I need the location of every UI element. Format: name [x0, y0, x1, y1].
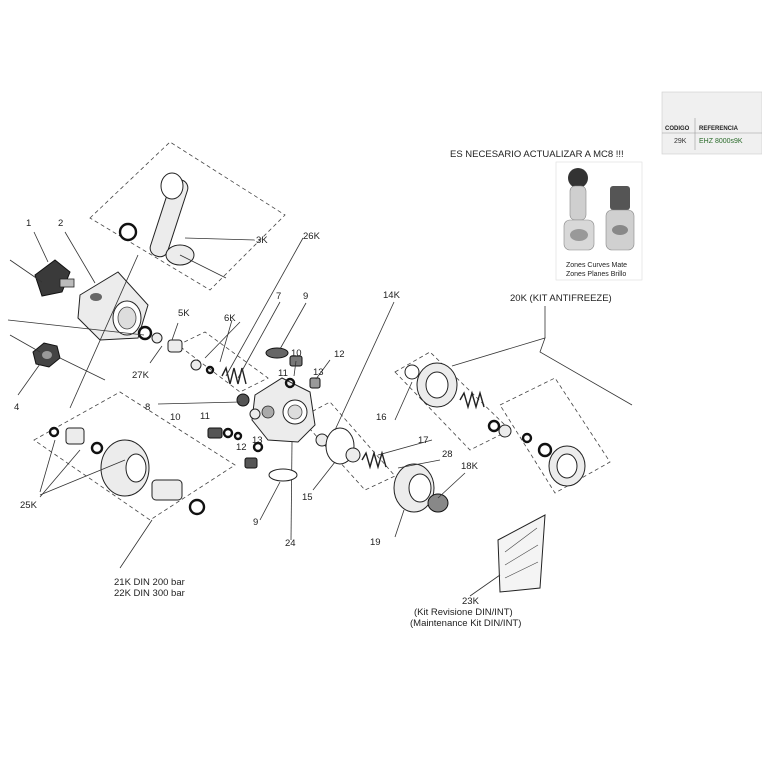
label-part-13-left: 13 — [252, 435, 263, 446]
group-3k-box — [89, 141, 286, 291]
reference-table: CODIGO REFERENCIA 29K EHZ 8000s9K — [661, 91, 762, 155]
table-cell-reference: EHZ 8000s9K — [699, 138, 743, 145]
part-14k-seat — [315, 427, 387, 470]
label-part-4: 4 — [14, 402, 19, 413]
label-part-19: 19 — [370, 537, 381, 548]
mc8-product-photo: Zones Curves Mate Zones Planes Brillo — [555, 161, 643, 281]
label-part-9-lower: 9 — [253, 517, 258, 528]
label-part-9-upper: 9 — [303, 291, 308, 302]
maintenance-kit-line-1: (Kit Revisione DIN/INT) — [414, 607, 513, 618]
group-20k-box — [499, 377, 611, 494]
part-24-main-body — [251, 377, 316, 443]
part-9-disc-lower — [268, 468, 298, 482]
part-21k-din-connector — [48, 426, 206, 516]
din-kit-line-2: 22K DIN 300 bar — [114, 588, 185, 599]
table-cell-code: 29K — [674, 138, 687, 145]
din-kit-line-1: 21K DIN 200 bar — [114, 577, 185, 588]
label-part-26k: 26K — [303, 231, 321, 242]
label-part-12-right: 12 — [334, 349, 345, 360]
label-part-10-left: 10 — [170, 412, 181, 423]
label-part-17: 17 — [418, 435, 429, 446]
label-part-10-right: 10 — [291, 348, 302, 359]
table-header-code: CODIGO — [665, 126, 690, 132]
table-header-reference: REFERENCIA — [699, 126, 739, 132]
label-part-20k: 20K (KIT ANTIFREEZE) — [510, 293, 612, 304]
label-part-27k: 27K — [132, 370, 150, 381]
label-part-25k: 25K — [20, 500, 38, 511]
group-14k-box — [299, 401, 396, 491]
part-9-disc — [265, 347, 289, 359]
label-part-15: 15 — [302, 492, 313, 503]
group-6k-box — [177, 331, 269, 393]
label-part-18k: 18K — [461, 461, 479, 472]
maintenance-kit-line-2: (Maintenance Kit DIN/INT) — [410, 618, 521, 629]
part-27k-seals — [137, 325, 183, 353]
label-part-7: 7 — [276, 291, 281, 302]
part-10-port-plug — [207, 427, 243, 441]
label-part-1: 1 — [26, 218, 31, 229]
part-20k-outer — [521, 432, 586, 487]
part-1-handwheel — [34, 259, 75, 297]
photo-caption-2: Zones Planes Brillo — [566, 271, 626, 278]
part-20k-cap — [404, 362, 512, 438]
label-part-8: 8 — [145, 402, 150, 413]
label-part-5k: 5K — [178, 308, 190, 319]
photo-caption-1: Zones Curves Mate — [566, 262, 627, 269]
group-20k-sub-box — [394, 351, 511, 451]
part-12-fitting — [244, 441, 264, 469]
label-part-2: 2 — [58, 218, 63, 229]
part-6k-spring — [190, 359, 247, 385]
part-3k-yoke — [118, 172, 227, 279]
label-part-12-left: 12 — [236, 442, 247, 453]
part-8-valve — [236, 393, 261, 420]
group-21k-box — [33, 391, 236, 521]
label-part-6k: 6K — [224, 313, 236, 324]
update-notice: ES NECESARIO ACTUALIZAR A MC8 !!! — [450, 149, 624, 160]
part-2-body — [77, 271, 149, 341]
label-part-28: 28 — [442, 449, 453, 460]
label-part-11-left: 11 — [200, 411, 210, 422]
label-part-11-right: 11 — [278, 368, 288, 379]
part-4-nut — [32, 342, 61, 368]
label-part-16: 16 — [376, 412, 387, 423]
maintenance-kit-code: 23K — [462, 596, 480, 607]
label-part-24: 24 — [285, 538, 296, 549]
part-23k-maintenance-bag — [497, 514, 546, 593]
label-part-14k: 14K — [383, 290, 401, 301]
label-part-13-right: 13 — [313, 367, 324, 378]
label-part-3k: 3K — [256, 235, 268, 246]
part-19-housing — [393, 463, 449, 513]
